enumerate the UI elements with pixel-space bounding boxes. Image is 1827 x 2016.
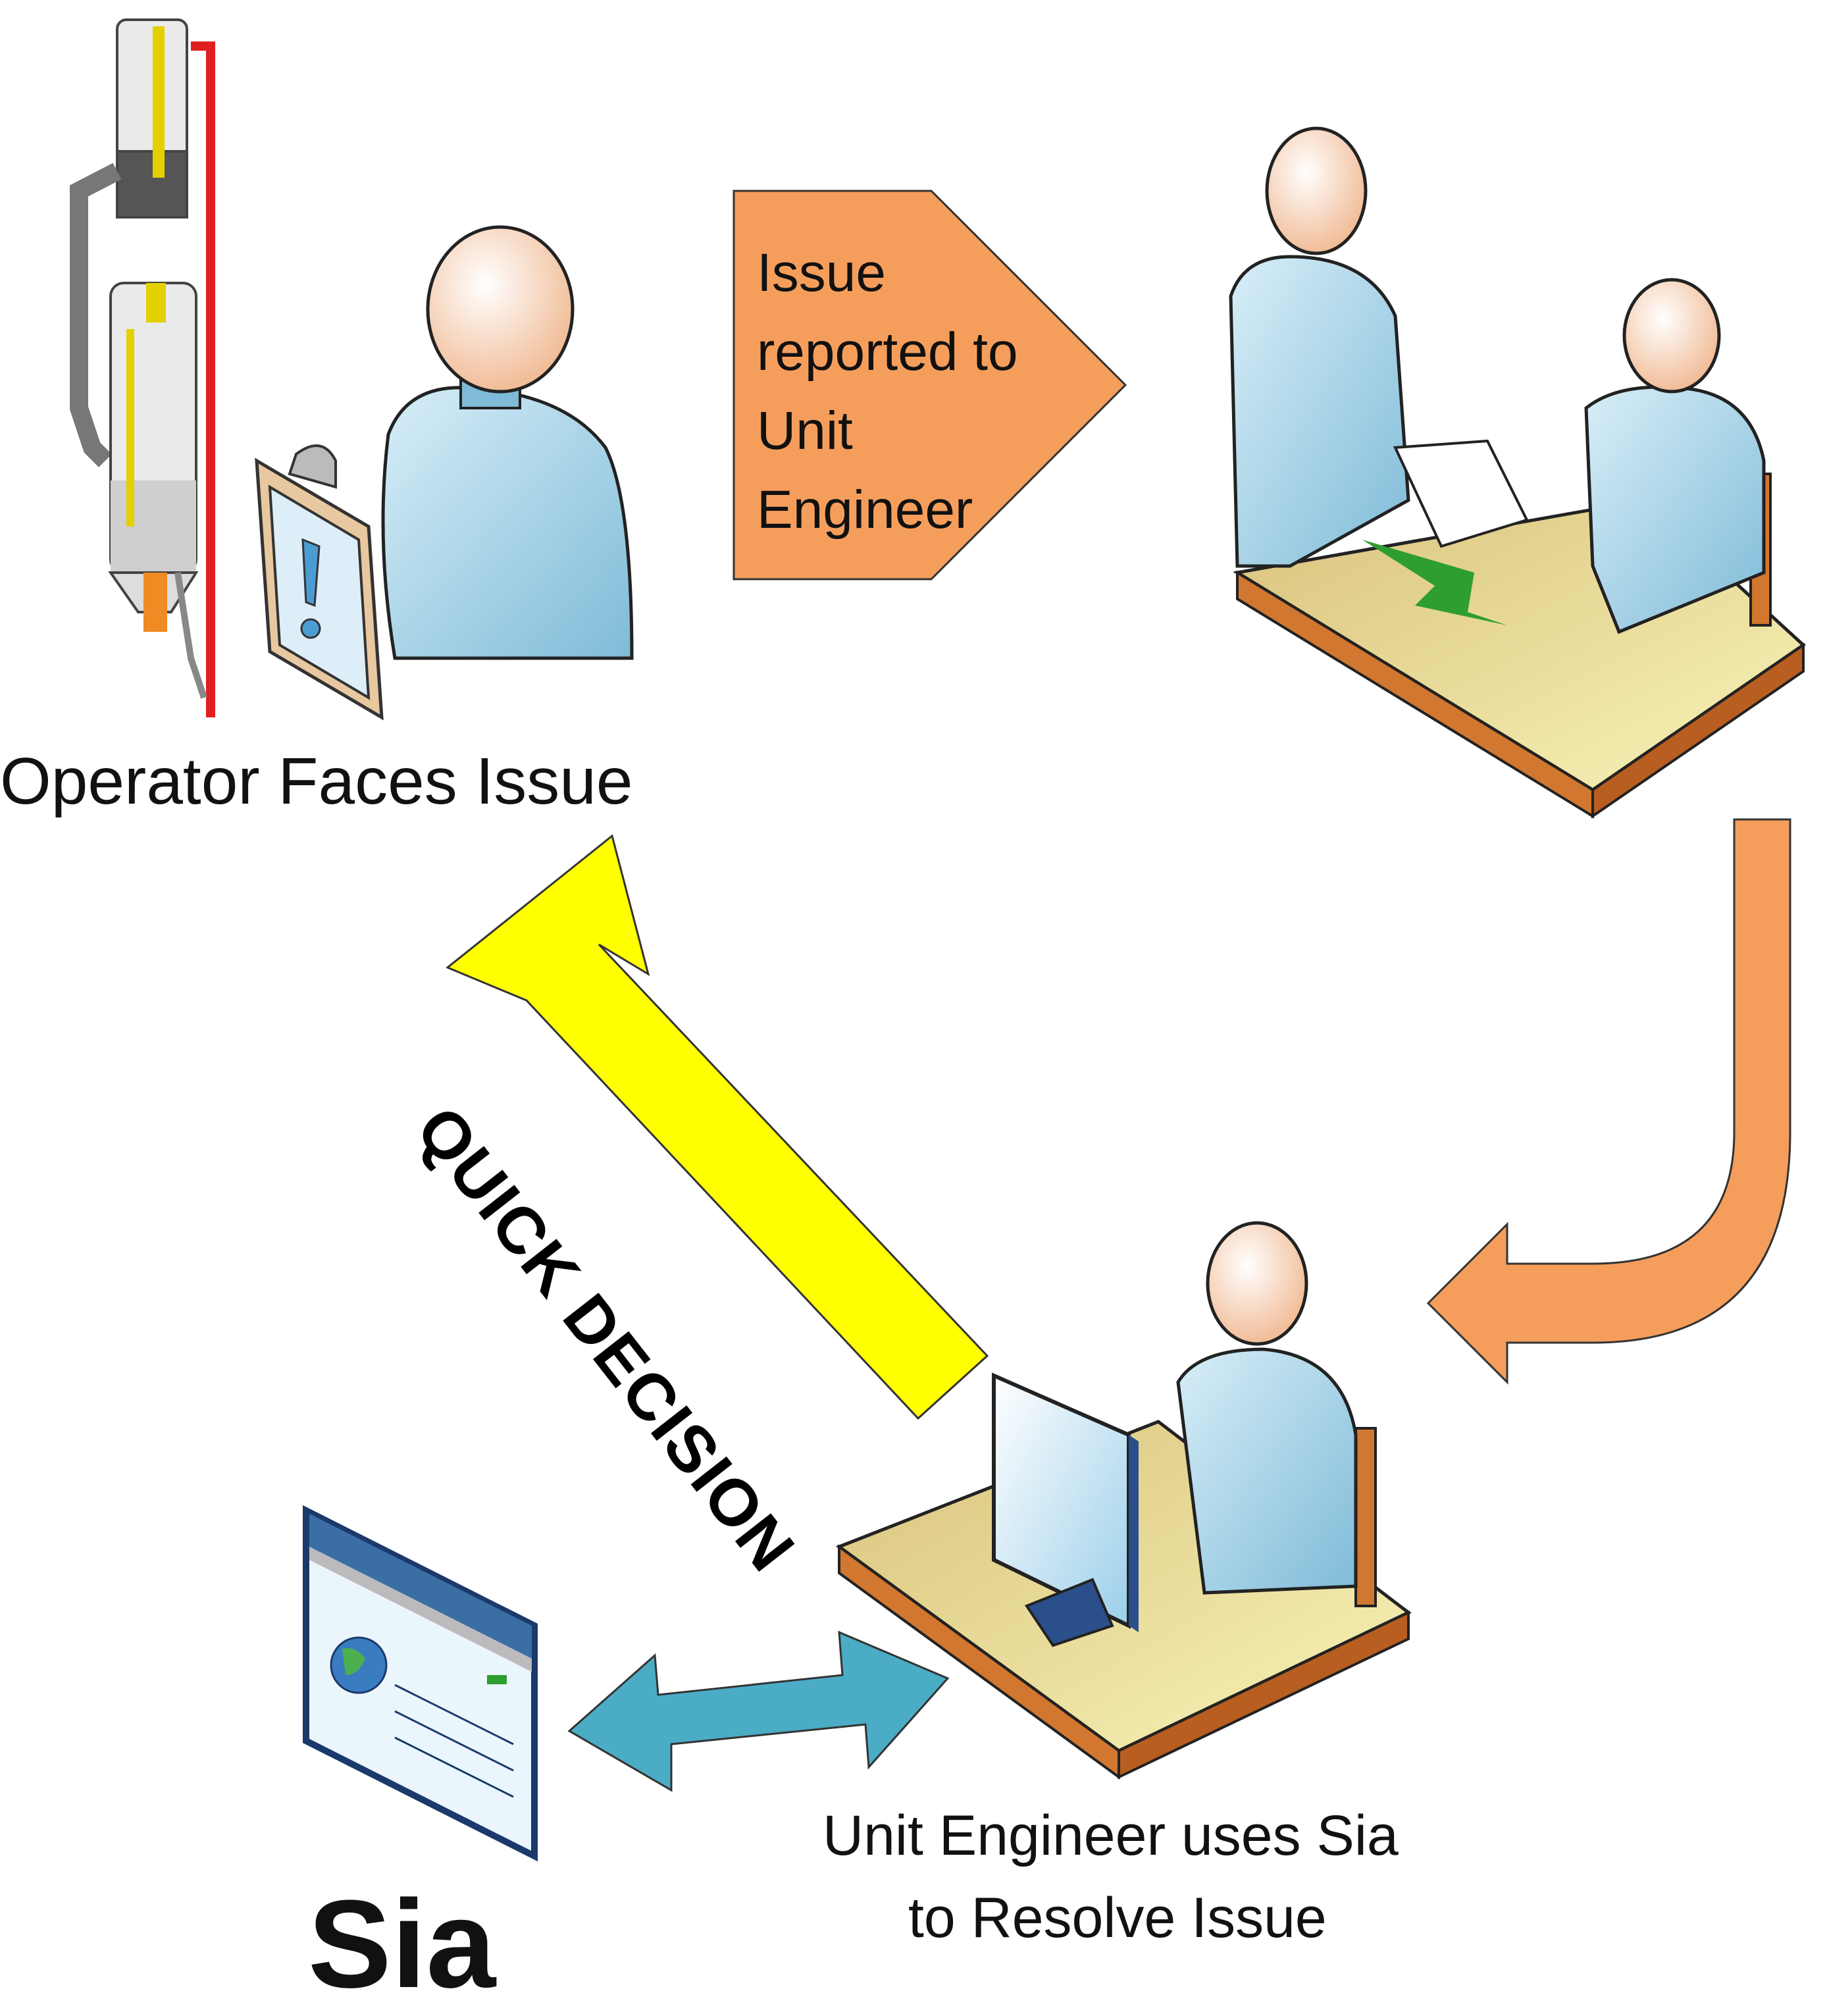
quick-decision-arrow (446, 834, 989, 1420)
handoff-curved-arrow (1426, 818, 1791, 1385)
engineer-label-line1: Unit Engineer uses Sia (823, 1804, 1399, 1867)
computer-monitor-icon (992, 1372, 1139, 1647)
globe-icon (330, 1636, 388, 1694)
engineer-label-line2: to Resolve Issue (908, 1886, 1327, 1950)
sia-title: Sia (308, 1874, 496, 2014)
engineer-desk-scene (835, 1221, 1412, 1780)
green-arrow-icon (1362, 540, 1507, 625)
handoff-desk-scene (1229, 126, 1807, 819)
sia-exchange-arrow (567, 1630, 950, 1792)
operator-person-icon (381, 225, 634, 660)
reactor-icon (70, 18, 215, 717)
document-icon (1393, 439, 1529, 548)
browser-window-icon (303, 1505, 538, 1862)
report-arrow (733, 190, 1127, 581)
report-label: Issue reported to Unit Engineer (757, 243, 1018, 540)
operator-label: Operator Faces Issue (0, 744, 633, 818)
clipboard-alert-icon (255, 444, 384, 721)
